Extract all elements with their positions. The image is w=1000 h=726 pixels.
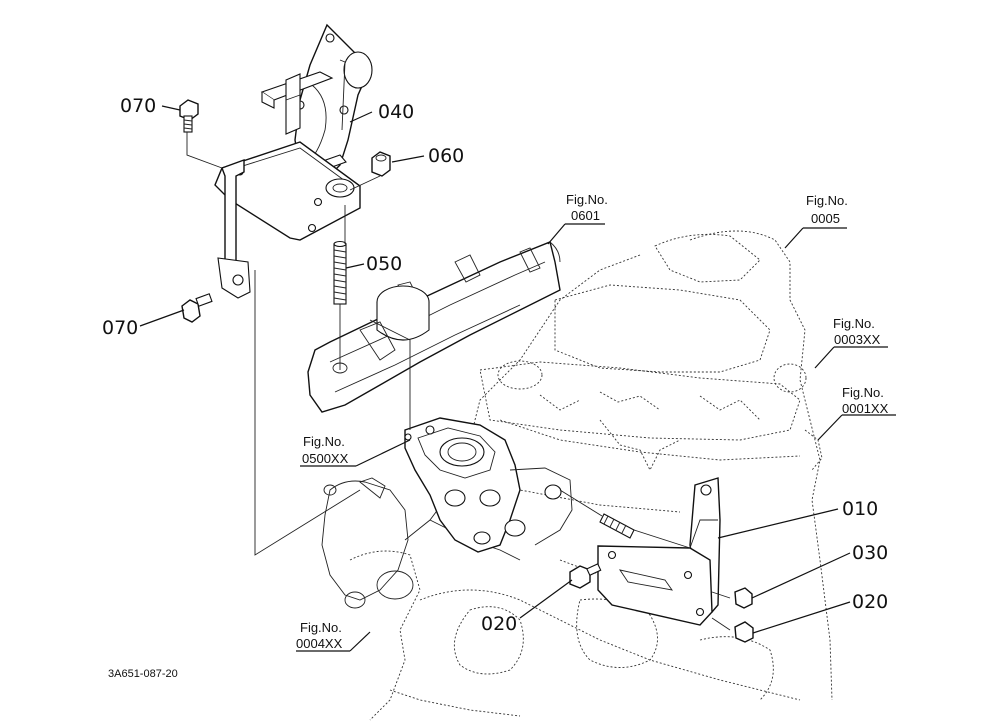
engine-block-outline — [349, 230, 833, 721]
callout-020-mid: 020 — [481, 613, 517, 635]
bolt-020-right — [734, 621, 754, 643]
bracket-010 — [597, 477, 721, 626]
fig-ref-0003-label: Fig.No. — [833, 316, 875, 331]
fig-ref-0001-label: Fig.No. — [842, 385, 884, 400]
fig-ref-0500-label: Fig.No. — [303, 434, 345, 449]
fig-ref-0005-number: 0005 — [811, 211, 840, 226]
assembly-lines — [186, 132, 731, 631]
bracket-040 — [260, 23, 373, 183]
callout-050: 050 — [366, 253, 402, 275]
fig-ref-0005-label: Fig.No. — [806, 193, 848, 208]
fig-ref-0004-label: Fig.No. — [300, 620, 342, 635]
bolt-070-top — [179, 99, 199, 133]
callout-060: 060 — [428, 145, 464, 167]
callout-020-right: 020 — [852, 591, 888, 613]
thermostat-housing — [404, 417, 573, 553]
stay-arm — [217, 159, 251, 299]
callout-040: 040 — [378, 101, 414, 123]
exhaust-manifold — [307, 241, 561, 413]
fig-ref-0001-number: 0001XX — [842, 401, 889, 416]
leader-lines — [139, 105, 896, 652]
fig-ref-0004-number: 0004XX — [296, 636, 343, 651]
bolt-070-left — [181, 293, 213, 323]
callout-030: 030 — [852, 542, 888, 564]
fig-ref-0500-number: 0500XX — [302, 451, 349, 466]
callout-070-left: 070 — [102, 317, 138, 339]
fig-ref-0601-label: Fig.No. — [566, 192, 608, 207]
fig-ref-0003-number: 0003XX — [834, 332, 881, 347]
drawing-code: 3A651-087-20 — [108, 668, 178, 680]
nut-060 — [371, 151, 391, 177]
fig-ref-0601-number: 0601 — [571, 208, 600, 223]
stud-bracket — [599, 513, 635, 539]
stud-050 — [333, 240, 347, 305]
bolt-030 — [734, 587, 753, 609]
bolt-020-mid — [569, 563, 602, 589]
callout-010: 010 — [842, 498, 878, 520]
base-plate — [214, 141, 361, 241]
callout-070-top: 070 — [120, 95, 156, 117]
